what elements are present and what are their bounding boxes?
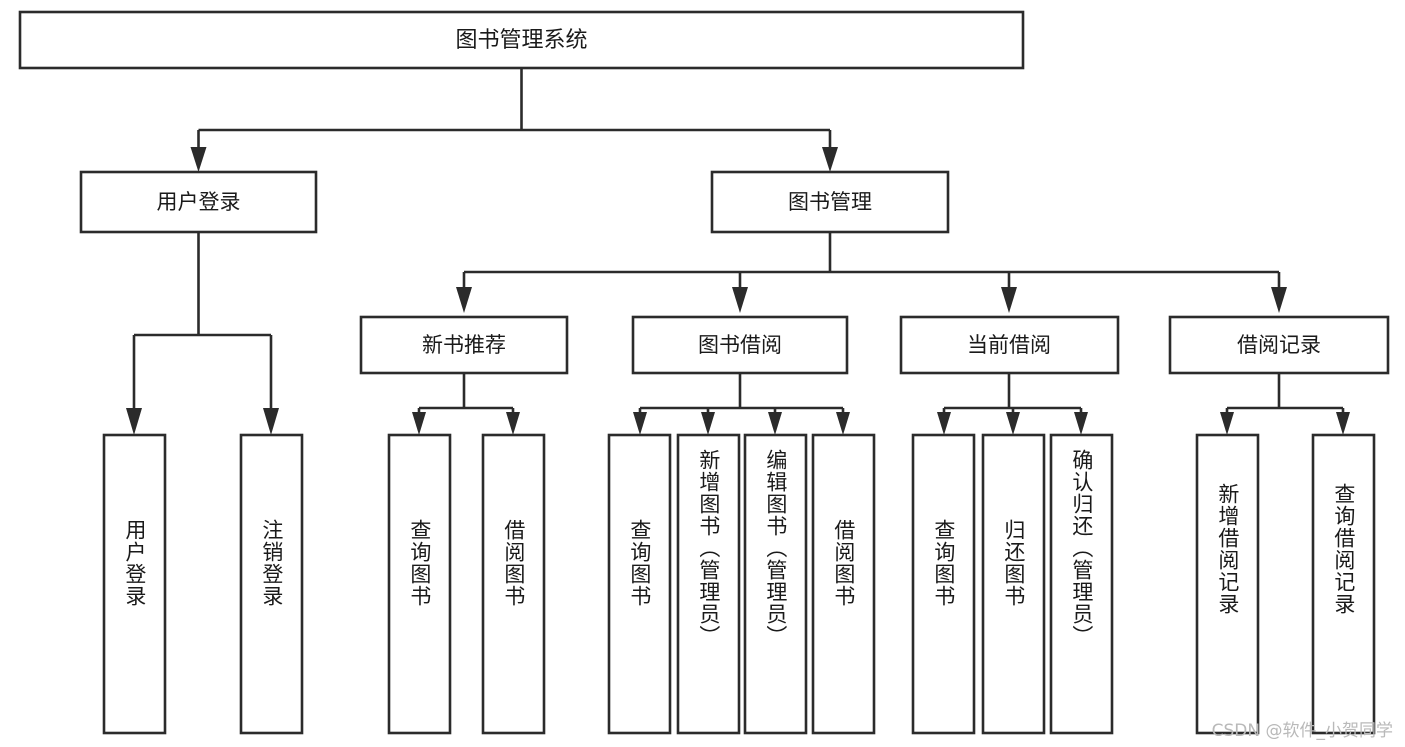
node-box-leaf-add-book[interactable] xyxy=(676,433,741,735)
node-box-leaf-query-book-1[interactable] xyxy=(387,433,452,735)
arrowhead-leaf-return-book xyxy=(1006,412,1020,435)
arrowhead-leaf-query-book-3 xyxy=(937,412,951,435)
arrowhead-leaf-query-book-1 xyxy=(412,412,426,435)
node-box-leaf-query-record[interactable] xyxy=(1311,433,1376,735)
arrowhead-leaf-borrow-book-2 xyxy=(836,412,850,435)
arrowhead-new-book-recommend xyxy=(456,287,472,313)
node-label-borrow-record: 借阅记录 xyxy=(1237,333,1321,357)
arrowhead-leaf-query-book-2 xyxy=(633,412,647,435)
node-box-leaf-confirm-return[interactable] xyxy=(1049,433,1114,735)
arrowhead-book-borrow xyxy=(732,287,748,313)
node-box-borrow-record[interactable] xyxy=(1168,315,1390,375)
arrowhead-user-login xyxy=(190,147,207,172)
nodes-layer: 图书管理系统 用户登录 图书管理 新书推荐 图书借阅 当前借阅 借阅记录 xyxy=(18,10,1390,735)
arrowhead-leaf-add-book xyxy=(701,412,715,435)
node-label-book-borrow: 图书借阅 xyxy=(698,333,782,357)
node-box-leaf-query-book-2[interactable] xyxy=(607,433,672,735)
node-label-current-borrow: 当前借阅 xyxy=(967,333,1051,357)
node-box-current-borrow[interactable] xyxy=(899,315,1120,375)
node-box-leaf-add-record[interactable] xyxy=(1195,433,1260,735)
node-box-leaf-edit-book[interactable] xyxy=(743,433,808,735)
node-label-new-book-recommend: 新书推荐 xyxy=(422,333,506,357)
arrowhead-leaf-confirm-return xyxy=(1074,412,1088,435)
arrowhead-leaf-edit-book xyxy=(768,412,782,435)
node-box-book-manage[interactable] xyxy=(710,170,950,234)
connectors-layer xyxy=(126,68,1350,435)
node-label-root: 图书管理系统 xyxy=(455,28,587,53)
node-box-leaf-user-login[interactable] xyxy=(102,433,167,735)
node-label-user-login: 用户登录 xyxy=(157,190,241,214)
node-box-leaf-borrow-book-1[interactable] xyxy=(481,433,546,735)
node-box-book-borrow[interactable] xyxy=(631,315,849,375)
node-box-root[interactable] xyxy=(18,10,1025,70)
arrowhead-borrow-record xyxy=(1271,287,1287,313)
arrowhead-book-manage xyxy=(822,147,838,172)
node-label-book-manage: 图书管理 xyxy=(788,190,872,214)
arrowhead-leaf-logout-login xyxy=(263,408,279,435)
node-box-new-book-recommend[interactable] xyxy=(359,315,569,375)
arrowhead-current-borrow xyxy=(1001,287,1017,313)
node-box-leaf-borrow-book-2[interactable] xyxy=(811,433,876,735)
node-box-leaf-query-book-3[interactable] xyxy=(911,433,976,735)
node-box-user-login[interactable] xyxy=(79,170,318,234)
node-box-leaf-return-book[interactable] xyxy=(981,433,1046,735)
arrowhead-leaf-user-login xyxy=(126,408,142,435)
arrowhead-leaf-borrow-book-1 xyxy=(506,412,520,435)
arrowhead-leaf-query-record xyxy=(1336,412,1350,435)
arrowhead-leaf-add-record xyxy=(1220,412,1234,435)
node-box-leaf-logout-login[interactable] xyxy=(239,433,304,735)
